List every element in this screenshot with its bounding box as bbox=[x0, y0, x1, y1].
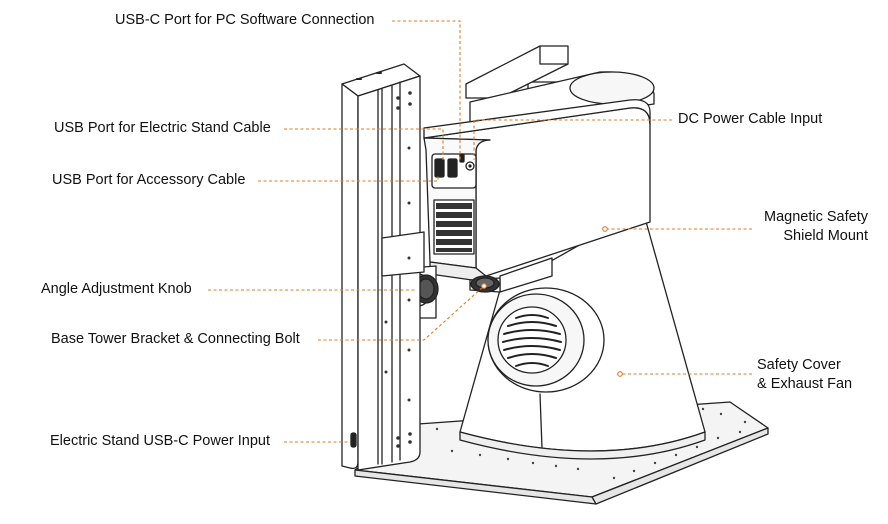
callout-magnetic-line1: Magnetic Safety bbox=[764, 209, 868, 225]
callout-safety-cover-fan: Safety Cover & Exhaust Fan bbox=[757, 356, 852, 394]
leader-markers bbox=[481, 226, 623, 377]
port-panel bbox=[431, 153, 477, 189]
callout-base-bracket: Base Tower Bracket & Connecting Bolt bbox=[51, 331, 300, 347]
callout-stand-power-input: Electric Stand USB-C Power Input bbox=[50, 433, 271, 449]
callout-magnetic-shield-mount: Magnetic Safety Shield Mount bbox=[744, 208, 868, 246]
callout-magnetic-line2: Shield Mount bbox=[783, 228, 868, 244]
callout-safety-line2: & Exhaust Fan bbox=[757, 376, 853, 392]
exhaust-fan bbox=[487, 287, 605, 393]
callout-safety-line1: Safety Cover bbox=[757, 357, 841, 373]
callout-usb-c-pc: USB-C Port for PC Software Connection bbox=[115, 12, 375, 28]
leader-lines bbox=[208, 20, 752, 443]
tower-screws bbox=[384, 91, 412, 448]
callout-usb-accessory-cable: USB Port for Accessory Cable bbox=[52, 172, 246, 188]
callout-usb-stand-cable: USB Port for Electric Stand Cable bbox=[54, 120, 271, 136]
callout-angle-knob: Angle Adjustment Knob bbox=[41, 281, 192, 297]
stand-usb-c-port bbox=[350, 432, 357, 448]
tower-column bbox=[341, 63, 425, 471]
callout-dc-power-input: DC Power Cable Input bbox=[678, 111, 823, 127]
module-vent bbox=[433, 199, 475, 255]
